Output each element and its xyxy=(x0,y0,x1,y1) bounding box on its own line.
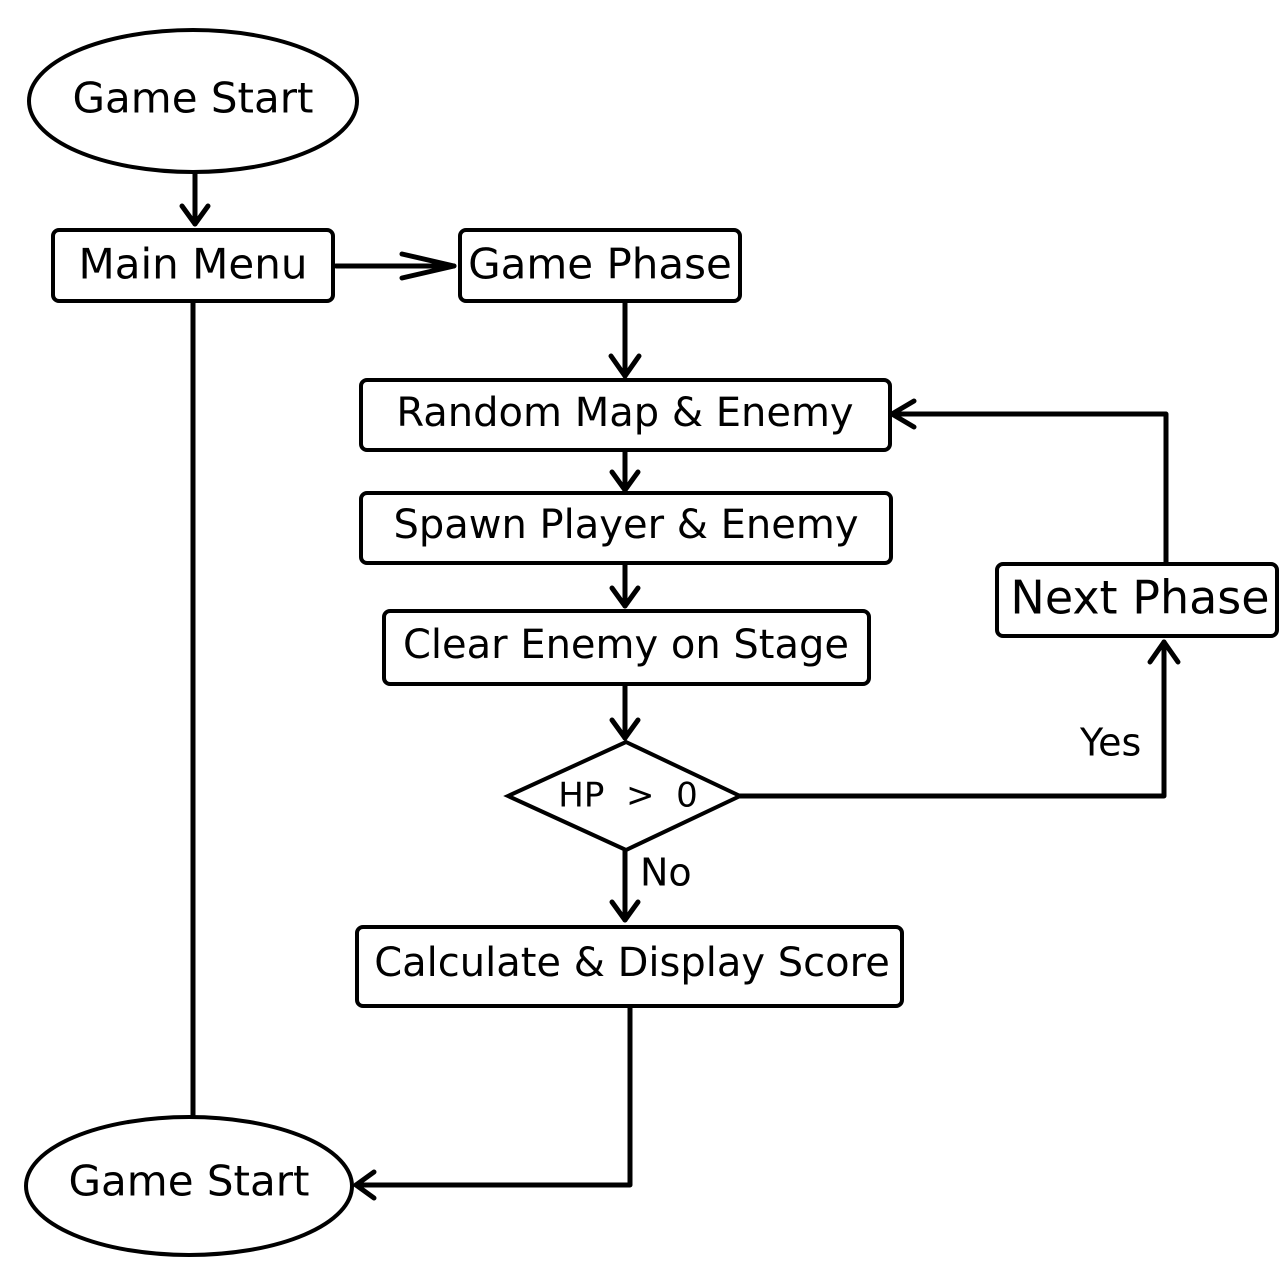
node-random-map-enemy: Random Map & Enemy xyxy=(359,378,892,452)
arrowhead-next-phase xyxy=(1147,639,1181,665)
arrowhead-end xyxy=(353,1169,377,1201)
node-hp-check-label: HP > 0 xyxy=(558,776,697,816)
arrowhead-game-phase xyxy=(399,251,457,281)
node-calculate-display-score: Calculate & Display Score xyxy=(355,925,904,1008)
arrowhead-main-menu xyxy=(179,203,211,227)
node-game-start: Game Start xyxy=(27,28,359,174)
node-hp-check: HP > 0 xyxy=(503,739,745,853)
arrowhead-hp-check xyxy=(609,717,641,741)
edge-label-no: No xyxy=(640,851,692,895)
node-game-start-label: Game Start xyxy=(73,74,314,123)
edge-hp-check-to-next-phase xyxy=(735,639,1167,799)
node-next-phase: Next Phase xyxy=(995,562,1279,638)
node-spawn-player-enemy-label: Spawn Player & Enemy xyxy=(393,502,858,548)
edge-label-yes: Yes xyxy=(1079,721,1141,765)
node-main-menu-label: Main Menu xyxy=(79,240,308,289)
arrowhead-score xyxy=(609,899,641,923)
node-calculate-display-score-label: Calculate & Display Score xyxy=(374,940,890,986)
arrowhead-random-map xyxy=(608,353,642,379)
arrowhead-clear-enemy xyxy=(609,585,641,609)
edge-score-to-end xyxy=(353,1004,633,1188)
node-random-map-enemy-label: Random Map & Enemy xyxy=(396,390,853,436)
edge-next-phase-to-random-map xyxy=(889,411,1169,566)
arrowhead-spawn xyxy=(609,469,641,493)
node-next-phase-label: Next Phase xyxy=(1010,571,1269,625)
node-game-end: Game Start xyxy=(24,1115,354,1257)
node-main-menu: Main Menu xyxy=(51,228,335,303)
node-game-phase-label: Game Phase xyxy=(468,240,732,289)
node-spawn-player-enemy: Spawn Player & Enemy xyxy=(359,491,893,565)
node-clear-enemy-on-stage-label: Clear Enemy on Stage xyxy=(403,622,849,668)
edges xyxy=(179,169,1181,1201)
node-game-end-label: Game Start xyxy=(69,1157,310,1206)
node-clear-enemy-on-stage: Clear Enemy on Stage xyxy=(382,609,871,686)
node-game-phase: Game Phase xyxy=(458,228,742,303)
